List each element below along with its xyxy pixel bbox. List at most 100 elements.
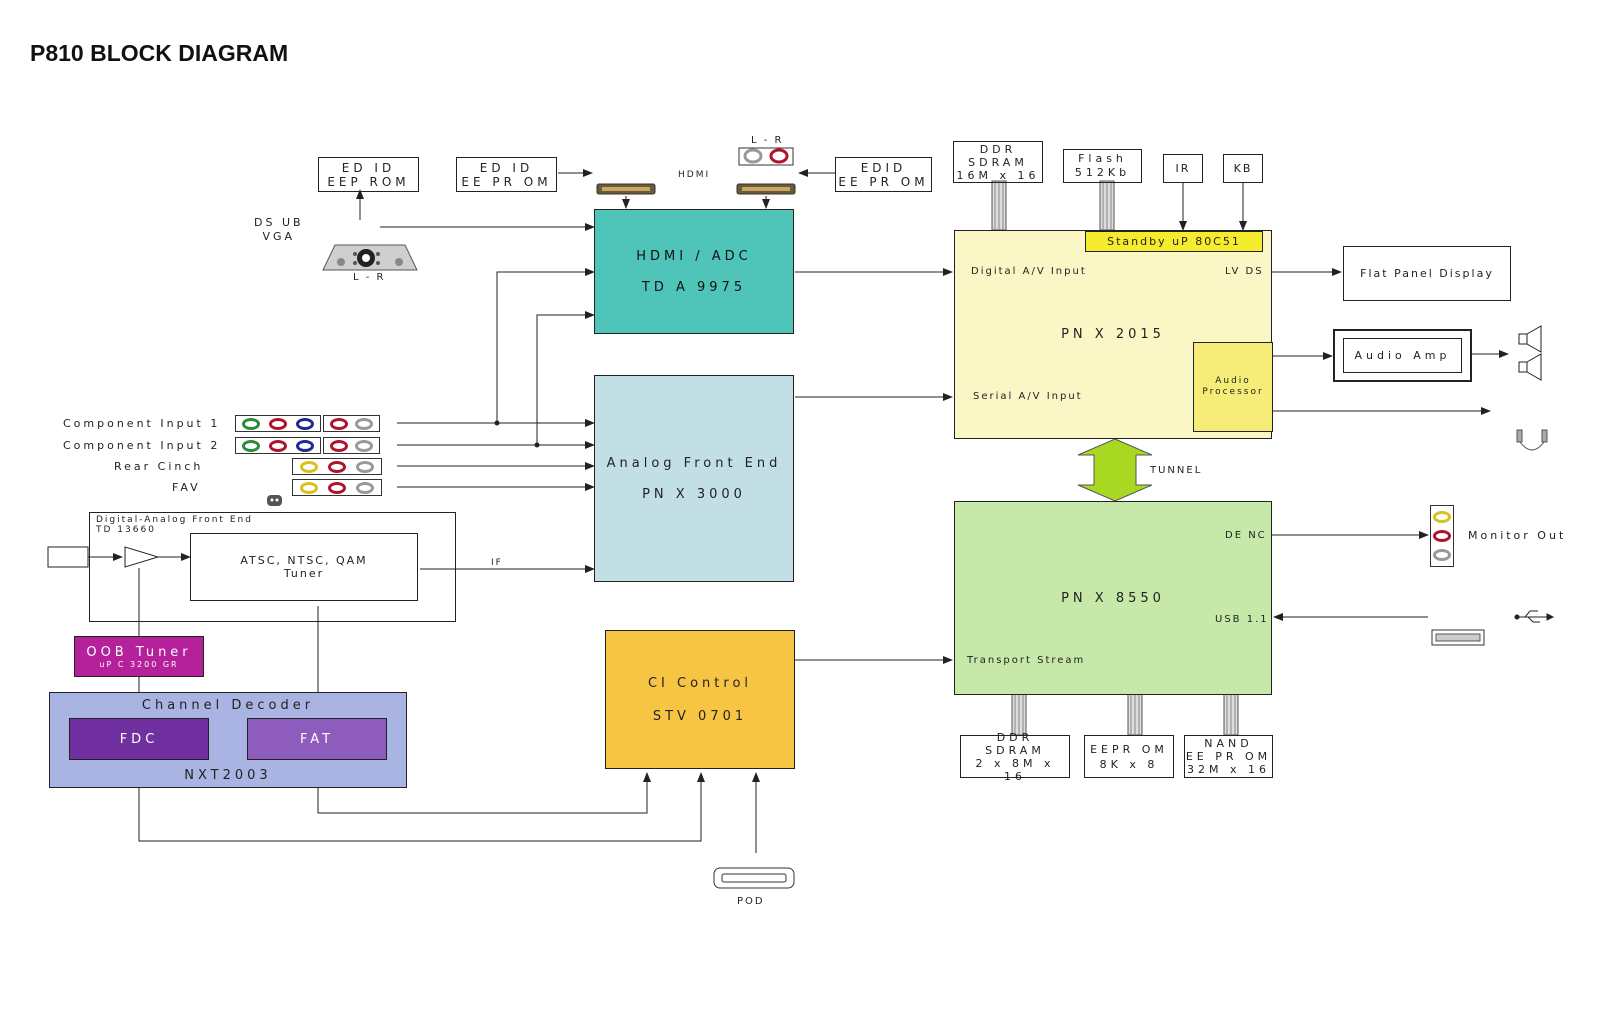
ir-block: IR: [1163, 154, 1203, 183]
audio-proc-line2: Processor: [1202, 387, 1264, 397]
splitter-icon: [124, 546, 160, 568]
nand-line1: NAND: [1204, 737, 1253, 750]
edid-eeprom-hdmi2: EDID EE PR OM: [835, 157, 932, 192]
denc-label: DE NC: [1225, 530, 1267, 541]
ir-label: IR: [1175, 162, 1191, 175]
audio-amp-outer: Audio Amp: [1333, 329, 1472, 382]
afe-part: PN X 3000: [642, 486, 746, 502]
channel-decoder-title: Channel Decoder: [141, 698, 315, 713]
vga-lr-label: L - R: [353, 272, 386, 283]
standby-label: Standby uP 80C51: [1107, 235, 1241, 248]
audio-r-jack-icon: [328, 460, 346, 473]
component-input-1-label: Component Input 1: [63, 417, 221, 430]
ci-title: CI Control: [647, 675, 753, 691]
diagram-title: P810 BLOCK DIAGRAM: [30, 40, 289, 66]
component-1-audio-jack: [323, 415, 380, 432]
tuner-label: Tuner: [283, 567, 325, 580]
hdmi-label: HDMI: [678, 170, 711, 180]
pod-card-icon: [713, 867, 795, 889]
edid-eeprom-hdmi1: ED ID EE PR OM: [456, 157, 557, 192]
transport-stream-label: Transport Stream: [967, 655, 1086, 666]
ddr1-line2: SDRAM: [968, 155, 1028, 169]
atsc-tuner-block: ATSC, NTSC, QAM Tuner: [190, 533, 418, 601]
nand-line3: 32M x 16: [1187, 763, 1270, 776]
edid-eeprom-vga-line2: EEP ROM: [327, 174, 410, 189]
ddr1-line1: DDR: [979, 142, 1017, 156]
ddr-sdram-block-top: DDR SDRAM 16M x 16: [953, 141, 1043, 183]
hdmi-adc-part: TD A 9975: [641, 279, 747, 295]
rear-cinch-jack: [292, 458, 382, 475]
rear-cinch-label: Rear Cinch: [114, 460, 204, 473]
digital-analog-front-end-box: Digital-Analog Front End TD 13660: [89, 512, 456, 622]
ci-part: STV 0701: [652, 708, 748, 724]
nand-line2: EE PR OM: [1185, 750, 1272, 763]
tunnel-arrow: [1077, 438, 1153, 502]
fav-label: FAV: [172, 481, 201, 494]
tuner-title: ATSC, NTSC, QAM: [240, 554, 368, 567]
analog-front-end-block: Analog Front End PN X 3000: [594, 375, 794, 582]
fdc-label: FDC: [119, 731, 159, 747]
y-jack-icon: [242, 439, 261, 452]
fat-block: FAT: [247, 718, 387, 760]
hdmi-connector-icon: [596, 183, 796, 195]
daf-part: TD 13660: [96, 525, 156, 535]
dsub-vga-label: DS UB VGA: [254, 216, 304, 244]
daf-title: Digital-Analog Front End: [96, 515, 253, 525]
ci-control-block: CI Control STV 0701: [605, 630, 795, 769]
audio-processor-block: Audio Processor: [1193, 342, 1273, 432]
edid-eeprom-hdmi2-line2: EE PR OM: [838, 174, 929, 189]
video-jack-icon: [1433, 511, 1451, 524]
vga-connector-icon: [322, 244, 418, 271]
edid-eeprom-hdmi1-line1: ED ID: [479, 160, 534, 175]
flat-panel-label: Flat Panel Display: [1360, 267, 1494, 280]
flash-block: Flash 512Kb: [1063, 149, 1142, 183]
ddr2-line2: SDRAM: [985, 743, 1045, 757]
edid-eeprom-vga-line1: ED ID: [341, 160, 396, 175]
oob-title: OOB Tuner: [86, 644, 192, 660]
audio-r-jack-icon: [329, 417, 348, 430]
audio-r-jack-icon: [329, 439, 348, 452]
audio-proc-line1: Audio: [1215, 376, 1251, 386]
standby-up-block: Standby uP 80C51: [1085, 231, 1263, 252]
audio-l-jack-icon: [1433, 548, 1451, 561]
audio-l-jack-icon: [356, 460, 374, 473]
afe-title: Analog Front End: [606, 455, 782, 471]
pb-jack-icon: [295, 439, 314, 452]
dsub-label: DS UB: [254, 216, 304, 229]
audio-amp-block: Audio Amp: [1343, 338, 1462, 373]
edid-eeprom-vga: ED ID EEP ROM: [318, 157, 419, 192]
flat-panel-display-block: Flat Panel Display: [1343, 246, 1511, 301]
pnx2015-label: PN X 2015: [1061, 327, 1165, 342]
component-2-audio-jack: [323, 437, 380, 454]
video-jack-icon: [300, 460, 318, 473]
pnx8550-label: PN X 8550: [1061, 590, 1165, 606]
y-jack-icon: [242, 417, 261, 430]
tunnel-label: TUNNEL: [1150, 465, 1203, 476]
oob-tuner-block: OOB Tuner uP C 3200 GR: [74, 636, 204, 677]
lvds-label: LV DS: [1225, 266, 1264, 277]
kb-block: KB: [1223, 154, 1263, 183]
serial-av-input-label: Serial A/V Input: [973, 391, 1083, 402]
flash-line2: 512Kb: [1074, 166, 1131, 179]
usb-icon: [1514, 610, 1555, 623]
svideo-connector-icon: [267, 495, 282, 506]
headphone-icon: [1516, 429, 1548, 451]
ddr2-line3: 2 x 8M x 16: [975, 756, 1055, 783]
kb-label: KB: [1233, 162, 1253, 175]
nand-eeprom-block: NAND EE PR OM 32M x 16: [1184, 735, 1273, 778]
edid-eeprom-hdmi2-line1: EDID: [860, 160, 907, 175]
pod-label: POD: [737, 896, 765, 907]
edid-eeprom-hdmi1-line2: EE PR OM: [461, 174, 552, 189]
pb-jack-icon: [295, 417, 314, 430]
speaker-icon: [1518, 325, 1542, 381]
hdmi-adc-title: HDMI / ADC: [636, 248, 752, 264]
ddr2-line1: DDR: [996, 730, 1034, 744]
hdmi-lr-label: L - R: [751, 135, 784, 146]
eeprom-line2: 8K x 8: [1099, 757, 1159, 771]
component-input-2-label: Component Input 2: [63, 439, 221, 452]
usb-11-label: USB 1.1: [1215, 614, 1269, 625]
fav-jack: [292, 479, 382, 496]
pr-jack-icon: [268, 417, 287, 430]
audio-l-jack-icon: [355, 417, 374, 430]
audio-l-jack-icon: [355, 439, 374, 452]
